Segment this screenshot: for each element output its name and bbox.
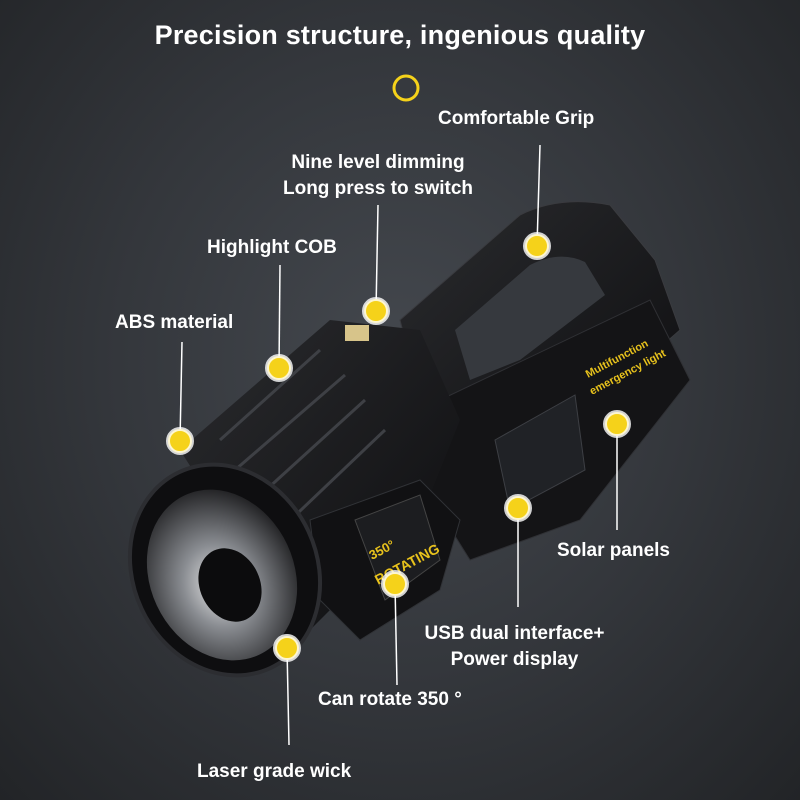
callout-solar: Solar panels: [557, 540, 670, 561]
callout-wick: Laser grade wick: [197, 761, 352, 782]
page-title: Precision structure, ingenious quality: [154, 20, 646, 50]
callout-usb-line2: Power display: [450, 649, 579, 670]
ring-icon: [392, 74, 420, 102]
callout-dot-cob: [265, 354, 293, 382]
callout-dot-dimming: [362, 297, 390, 325]
leader-lines: [179, 144, 618, 746]
callout-usb-line1: USB dual interface+: [424, 623, 605, 644]
callout-dot-solar: [603, 410, 631, 438]
callout-dot-abs: [166, 427, 194, 455]
callout-dot-grip: [523, 232, 551, 260]
callout-cob: Highlight COB: [207, 237, 337, 258]
callout-dimming: Nine level dimming Long press to switch: [268, 150, 488, 202]
callout-usb: USB dual interface+ Power display: [412, 621, 617, 673]
callout-dimming-line2: Long press to switch: [282, 178, 474, 199]
callout-dot-usb: [504, 494, 532, 522]
callout-dot-wick: [273, 634, 301, 662]
callout-dimming-line1: Nine level dimming: [291, 152, 465, 173]
callout-grip: Comfortable Grip: [438, 108, 595, 129]
callout-dot-rotate: [381, 570, 409, 598]
callout-rotate: Can rotate 350 °: [318, 689, 462, 710]
callout-abs: ABS material: [115, 312, 234, 333]
